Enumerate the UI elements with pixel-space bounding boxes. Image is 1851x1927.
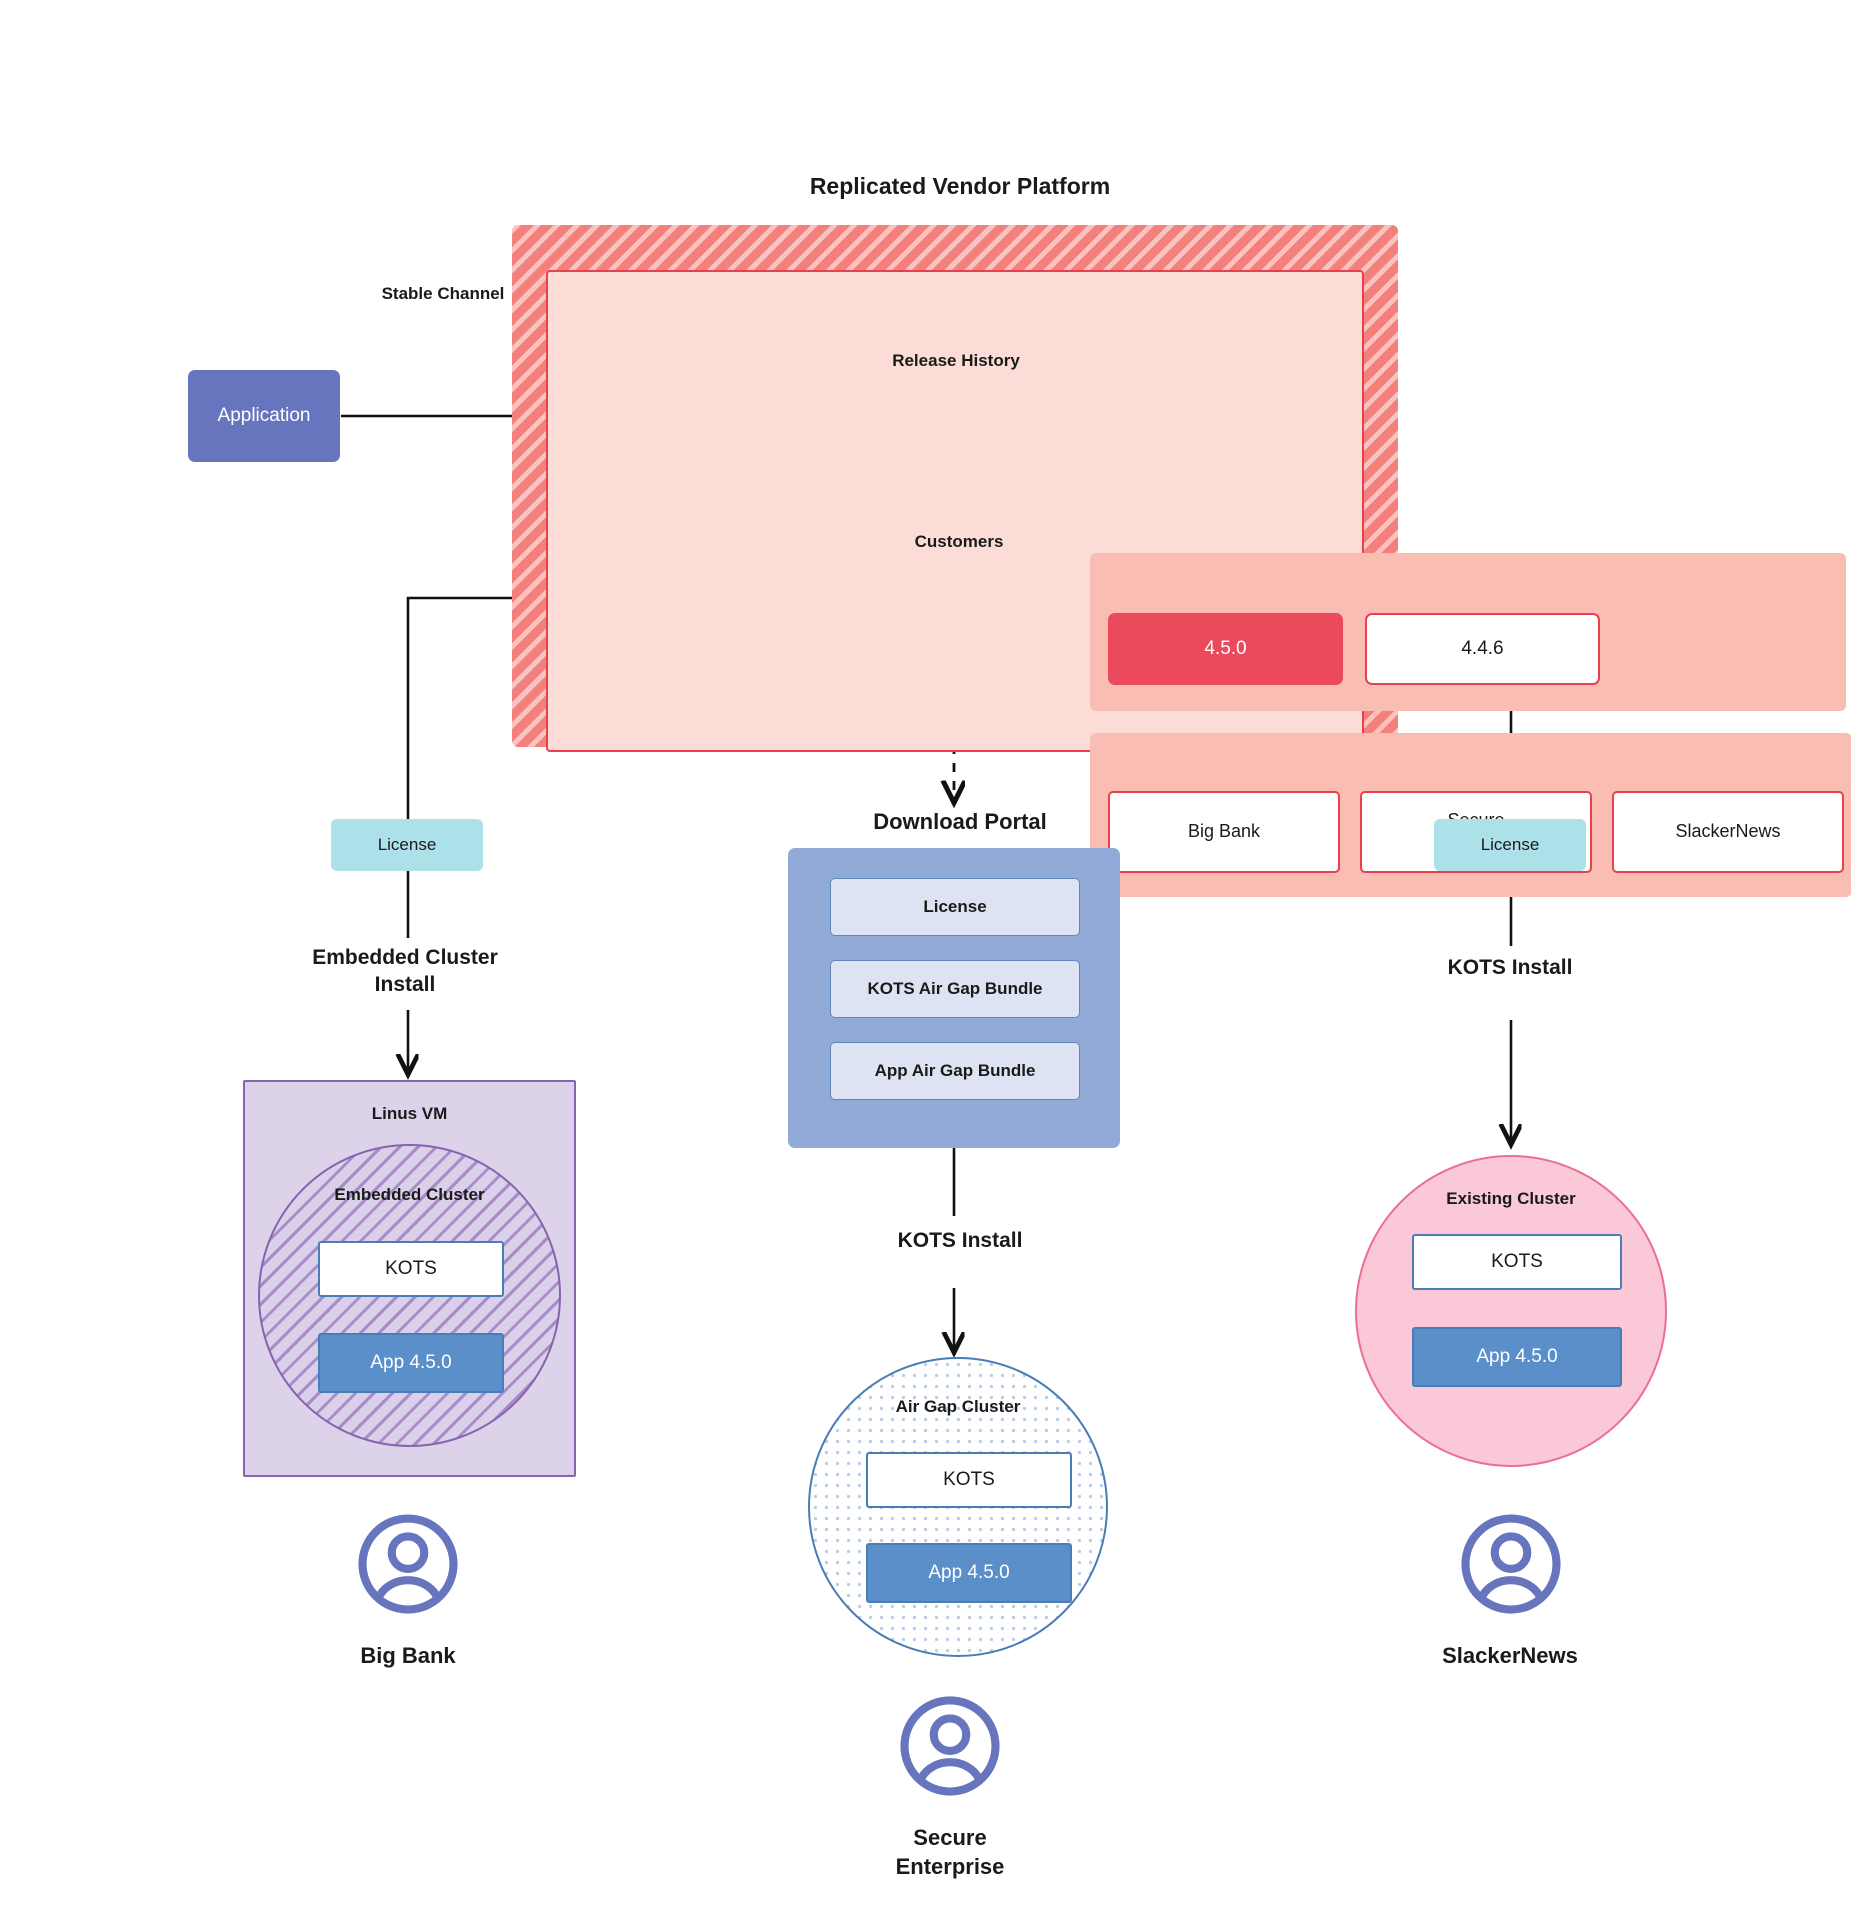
air-gap-cluster-title: Air Gap Cluster xyxy=(895,1397,1021,1416)
user-avatar-icon xyxy=(1459,1512,1563,1616)
existing-cluster-app-node[interactable]: App 4.5.0 xyxy=(1412,1327,1622,1387)
persona-label-secure-enterprise: Secure Enterprise xyxy=(895,1825,1005,1879)
embedded-cluster-title: Embedded Cluster xyxy=(334,1185,485,1204)
user-avatar-icon xyxy=(356,1512,460,1616)
persona-label-slackernews: SlackerNews xyxy=(1442,1643,1578,1668)
release-item-previous[interactable]: 4.4.6 xyxy=(1365,613,1600,685)
license-chip-right[interactable]: License xyxy=(1434,819,1586,871)
air-gap-cluster-kots-node[interactable]: KOTS xyxy=(866,1452,1072,1508)
application-node[interactable]: Application xyxy=(188,370,340,462)
download-portal-container: License KOTS Air Gap Bundle App Air Gap … xyxy=(788,848,1120,1148)
customers-title: Customers xyxy=(914,532,1004,551)
air-gap-cluster-app-node[interactable]: App 4.5.0 xyxy=(866,1543,1072,1603)
flow-label-embedded-cluster-install: Embedded Cluster Install xyxy=(312,946,498,996)
download-portal-title: Download Portal xyxy=(873,809,1047,834)
customer-item-slackernews[interactable]: SlackerNews xyxy=(1612,791,1844,873)
customer-item-big-bank[interactable]: Big Bank xyxy=(1108,791,1340,873)
linux-vm-title: Linus VM xyxy=(371,1104,448,1123)
flow-label-kots-install-middle: KOTS Install xyxy=(897,1229,1023,1252)
portal-item-kots-air-gap-bundle[interactable]: KOTS Air Gap Bundle xyxy=(830,960,1080,1018)
replicated-vendor-platform-container: 4.5.0 4.4.6 Big Bank Secure Enterprise S… xyxy=(512,225,1851,897)
license-chip-left[interactable]: License xyxy=(331,819,483,871)
customers-container: Big Bank Secure Enterprise SlackerNews xyxy=(1090,733,1851,897)
flow-label-kots-install-right: KOTS Install xyxy=(1447,956,1573,979)
portal-item-app-air-gap-bundle[interactable]: App Air Gap Bundle xyxy=(830,1042,1080,1100)
persona-label-big-bank: Big Bank xyxy=(360,1643,456,1668)
embedded-cluster-app-node[interactable]: App 4.5.0 xyxy=(318,1333,504,1393)
existing-cluster-container xyxy=(1355,1155,1667,1467)
release-item-current[interactable]: 4.5.0 xyxy=(1108,613,1343,685)
release-list: 4.5.0 4.4.6 xyxy=(1108,613,1600,685)
embedded-cluster-container xyxy=(258,1144,561,1447)
user-avatar-icon xyxy=(898,1694,1002,1798)
platform-title: Replicated Vendor Platform xyxy=(809,173,1111,199)
portal-item-license[interactable]: License xyxy=(830,878,1080,936)
stable-channel-title: Stable Channel xyxy=(381,284,505,303)
existing-cluster-kots-node[interactable]: KOTS xyxy=(1412,1234,1622,1290)
embedded-cluster-kots-node[interactable]: KOTS xyxy=(318,1241,504,1297)
existing-cluster-title: Existing Cluster xyxy=(1446,1189,1576,1208)
release-history-title: Release History xyxy=(892,351,1020,370)
release-history-container: 4.5.0 4.4.6 xyxy=(1090,553,1846,711)
